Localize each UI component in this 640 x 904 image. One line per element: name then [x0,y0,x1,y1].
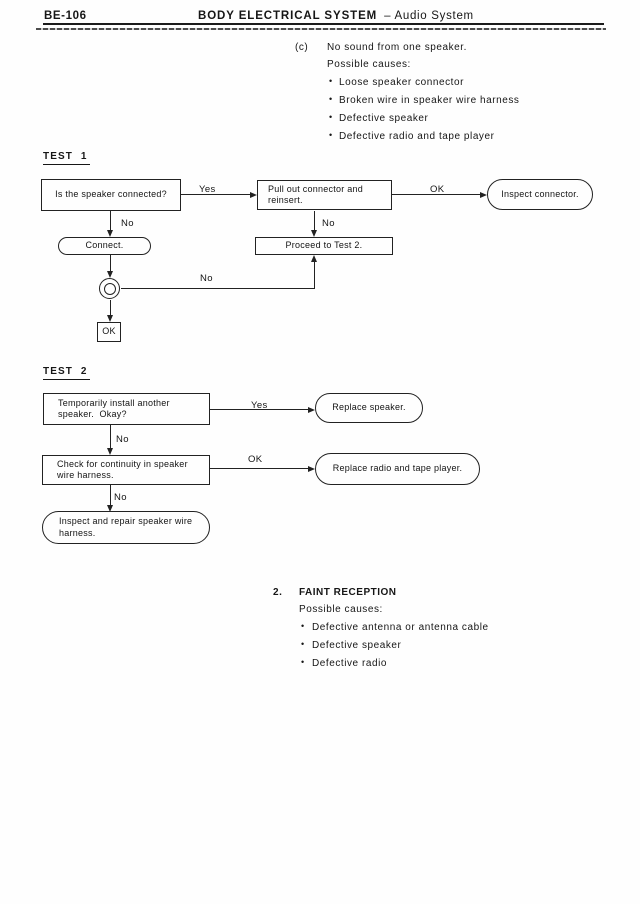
bullet-icon: • [301,657,305,667]
bullet-icon: • [301,621,305,631]
test2-replace-radio-terminal: Replace radio and tape player. [315,453,480,485]
test1-connect-terminal: Connect. [58,237,151,255]
edge-label-no: No [322,218,335,229]
list-item: • Defective antenna or antenna cable [273,618,489,636]
symptom-c-block: (c) No sound from one speaker. Possible c… [295,39,519,145]
test1-reinsert-box: Pull out connector and reinsert. [257,180,392,210]
test2-inspect-harness-terminal: Inspect and repair speaker wire harness. [42,511,210,544]
edge-label-no: No [114,492,127,503]
edge-label-no: No [116,434,129,445]
section-title: BODY ELECTRICAL SYSTEM [198,10,378,22]
list-item: • Loose speaker connector [295,73,519,91]
test2-question-box: Temporarily install another speaker. Oka… [43,393,210,425]
symptom-index: (c) [295,42,309,53]
list-item: • Defective radio [273,654,489,672]
test1-question-box: Is the speaker connected? [41,179,181,211]
causes-heading: Possible causes: [327,59,411,70]
arrowhead-down [107,505,113,512]
bullet-icon: • [329,130,333,140]
edge-label-yes: Yes [251,400,268,411]
causes-heading: Possible causes: [299,604,383,615]
section-2-title: FAINT RECEPTION [299,587,397,598]
edge-label-no: No [121,218,134,229]
test1-proceed-box: Proceed to Test 2. [255,237,393,255]
test2-continuity-box: Check for continuity in speaker wire har… [42,455,210,485]
bullet-icon: • [329,76,333,86]
cause-text: Loose speaker connector [339,77,464,88]
arrowhead-down [107,230,113,237]
test2-heading: TEST 2 [43,366,90,380]
section-subtitle: – Audio System [384,10,474,22]
cause-text: Broken wire in speaker wire harness [339,95,520,106]
list-item: • Defective radio and tape player [295,127,519,145]
list-item: • Defective speaker [273,636,489,654]
cause-text: Defective radio and tape player [339,131,495,142]
symptom-title-row: (c) No sound from one speaker. [295,39,519,56]
connector-circle-symbol [99,278,120,299]
edge-label-yes: Yes [199,184,216,195]
arrowhead-down [107,315,113,322]
test1-ok-terminal: OK [97,322,121,342]
arrowhead-down [107,271,113,278]
header-rule [43,23,604,26]
cause-text: Defective speaker [339,113,429,124]
edge-label-ok: OK [248,454,263,465]
flow-line [110,211,111,230]
arrowhead-down [107,448,113,455]
page-title: BODY ELECTRICAL SYSTEM – Audio System [198,10,474,22]
arrowhead-down [311,230,317,237]
edge-label-no: No [200,273,213,284]
list-item: • Broken wire in speaker wire harness [295,91,519,109]
cause-text: Defective radio [312,658,387,669]
test1-inspect-connector-terminal: Inspect connector. [487,179,593,210]
flow-line [181,194,250,195]
flow-line [121,288,315,289]
flow-line [314,211,315,230]
list-item: • Defective speaker [295,109,519,127]
flow-line [392,194,480,195]
bullet-icon: • [329,112,333,122]
arrowhead-up [311,255,317,262]
test1-heading: TEST 1 [43,151,90,165]
header-rule-secondary [36,27,606,30]
flow-line [210,409,308,410]
bullet-icon: • [329,94,333,104]
symptom-title: No sound from one speaker. [327,42,467,53]
edge-label-ok: OK [430,184,445,195]
section-2-block: 2. FAINT RECEPTION Possible causes: • Defe… [273,584,489,672]
flow-line [314,261,315,289]
arrowhead-right [250,192,257,198]
flow-line [110,485,111,505]
flow-line [110,255,111,271]
section-2-title-row: 2. FAINT RECEPTION [273,584,489,601]
arrowhead-right [308,466,315,472]
page-code: BE-106 [44,10,87,22]
bullet-icon: • [301,639,305,649]
arrowhead-right [480,192,487,198]
connector-circle-inner [103,282,116,295]
cause-text: Defective speaker [312,640,402,651]
test2-replace-speaker-terminal: Replace speaker. [315,393,423,423]
cause-text: Defective antenna or antenna cable [312,622,489,633]
section-2-index: 2. [273,587,283,598]
arrowhead-right [308,407,315,413]
flow-line [210,468,308,469]
flow-line [110,425,111,448]
flow-line [110,300,111,315]
